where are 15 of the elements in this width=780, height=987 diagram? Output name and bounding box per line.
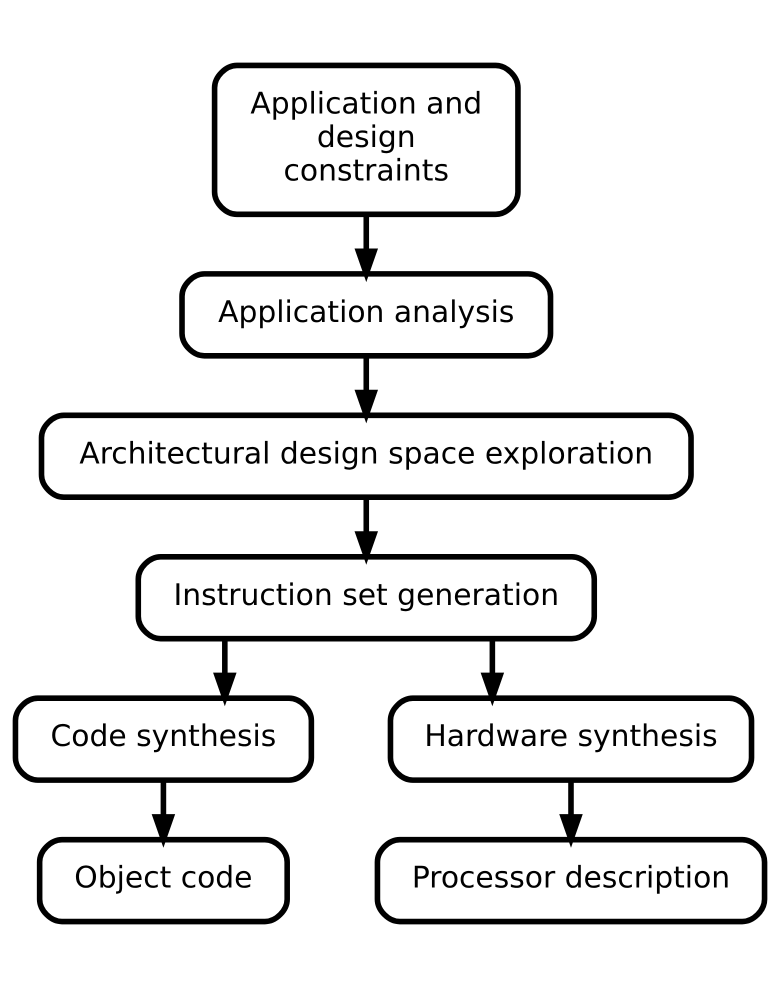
arrow — [354, 356, 378, 424]
node-box: Application analysis — [179, 271, 554, 359]
node-box: Instruction set generation — [136, 554, 598, 642]
arrow — [480, 639, 504, 706]
arrow — [213, 639, 237, 706]
node-box: Hardware synthesis — [388, 695, 754, 783]
node-box: Architectural design space exploration — [38, 412, 694, 500]
arrow — [354, 498, 378, 565]
node-box: Code synthesis — [12, 695, 314, 783]
node-box: Application and design constraints — [212, 62, 521, 218]
node-box: Object code — [36, 836, 290, 924]
arrow — [559, 780, 583, 848]
arrow — [354, 214, 378, 282]
node-box: Processor description — [374, 836, 768, 924]
arrow — [152, 780, 176, 848]
